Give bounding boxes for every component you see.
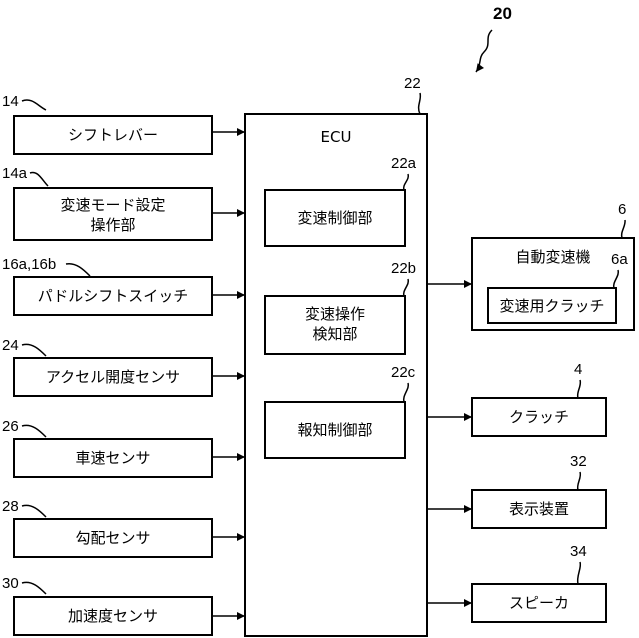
input-box [13, 518, 213, 558]
ecu-block-label: 変速制御部 [297, 209, 372, 227]
output-display-device: 32 表示装置 [427, 453, 607, 529]
output-box [471, 397, 607, 437]
ecu-notification-control-unit: 22c 報知制御部 [264, 364, 416, 459]
ecu-shift-operation-detector: 22b 変速操作 検知部 [264, 260, 416, 355]
input-ref-label: 24 [2, 337, 19, 354]
transmission-ref-leader [620, 219, 626, 239]
clutch-ref-leader [612, 269, 620, 289]
input-ref-label: 30 [2, 575, 19, 592]
output-label: クラッチ [509, 408, 569, 426]
input-ref-label: 16a,16b [2, 256, 56, 273]
input-acceleration-sensor: 30 加速度センサ [2, 575, 245, 636]
input-ref-label: 26 [2, 418, 19, 435]
input-ref-leader [21, 343, 47, 357]
input-gradient-sensor: 28 勾配センサ [2, 498, 245, 558]
input-ref-leader [21, 581, 47, 595]
input-shift-mode-setting: 14a 変速モード設定 操作部 [2, 165, 245, 241]
input-label: シフトレバー [68, 126, 158, 144]
input-box [13, 276, 213, 316]
input-box [13, 187, 213, 241]
figure-ref-arrow [475, 29, 493, 73]
input-ref-label: 14a [2, 165, 28, 182]
input-box [13, 438, 213, 478]
ecu-inner-box [264, 189, 406, 247]
figure-ref-label: 20 [493, 4, 512, 23]
input-vehicle-speed-sensor: 26 車速センサ [2, 418, 245, 478]
input-ref-leader [29, 171, 49, 187]
ecu-shift-control-unit: 22a 変速制御部 [264, 155, 417, 247]
output-ref-leader [576, 379, 582, 399]
input-ref-leader [21, 424, 47, 438]
output-automatic-transmission: 6 自動変速機 6a 変速用クラッチ [427, 201, 635, 331]
input-label: パドルシフトスイッチ [38, 287, 188, 305]
output-box [471, 489, 607, 529]
input-ref-leader [21, 99, 47, 111]
output-box [471, 583, 607, 623]
output-ref-leader [576, 471, 582, 491]
input-ref-label: 28 [2, 498, 19, 515]
shift-clutch-label: 変速用クラッチ [499, 297, 604, 315]
input-shift-lever: 14 シフトレバー [2, 93, 245, 155]
ecu-block-label-line1: 変速操作 [305, 305, 365, 323]
input-ref-leader [21, 504, 47, 518]
output-label: スピーカ [509, 594, 569, 612]
input-ref-leader [65, 262, 91, 277]
input-box [13, 596, 213, 636]
input-label-line2: 操作部 [90, 216, 135, 234]
ecu-ref-label: 22 [404, 75, 421, 92]
output-speaker: 34 スピーカ [427, 543, 607, 623]
clutch-ref-label: 6a [611, 251, 628, 268]
input-box [13, 357, 213, 397]
input-label: 車速センサ [75, 449, 150, 467]
input-label: 加速度センサ [68, 607, 158, 625]
ecu-block-ref-label: 22a [391, 155, 417, 172]
ecu-block-ref-leader [402, 173, 410, 191]
output-ref-leader [576, 561, 582, 585]
input-label-line1: 変速モード設定 [60, 196, 165, 214]
output-ref-label: 32 [570, 453, 587, 470]
input-ref-label: 14 [2, 93, 19, 110]
ecu-label: ECU [321, 128, 352, 146]
ecu-ref-leader [417, 92, 422, 115]
shift-clutch-box [487, 287, 617, 324]
transmission-ref-label: 6 [618, 201, 626, 218]
ecu-block-label-line2: 検知部 [312, 325, 357, 343]
input-label: 勾配センサ [75, 529, 150, 547]
ecu-block-ref-label: 22c [391, 364, 416, 381]
output-ref-label: 34 [570, 543, 587, 560]
output-ref-label: 4 [574, 361, 582, 378]
input-box [13, 115, 213, 155]
ecu-block-label: 報知制御部 [297, 421, 372, 439]
input-label: アクセル開度センサ [46, 368, 180, 386]
output-label: 表示装置 [509, 500, 569, 518]
ecu-block-ref-label: 22b [391, 260, 416, 277]
input-paddle-shift-switch: 16a,16b パドルシフトスイッチ [2, 256, 245, 316]
ecu-inner-box [264, 295, 406, 355]
ecu-block-ref-leader [402, 382, 410, 403]
transmission-label: 自動変速機 [515, 248, 590, 266]
ecu-block-ref-leader [402, 278, 410, 297]
input-accelerator-sensor: 24 アクセル開度センサ [2, 337, 245, 397]
output-clutch: 4 クラッチ [427, 361, 607, 437]
ecu-inner-box [264, 401, 406, 459]
